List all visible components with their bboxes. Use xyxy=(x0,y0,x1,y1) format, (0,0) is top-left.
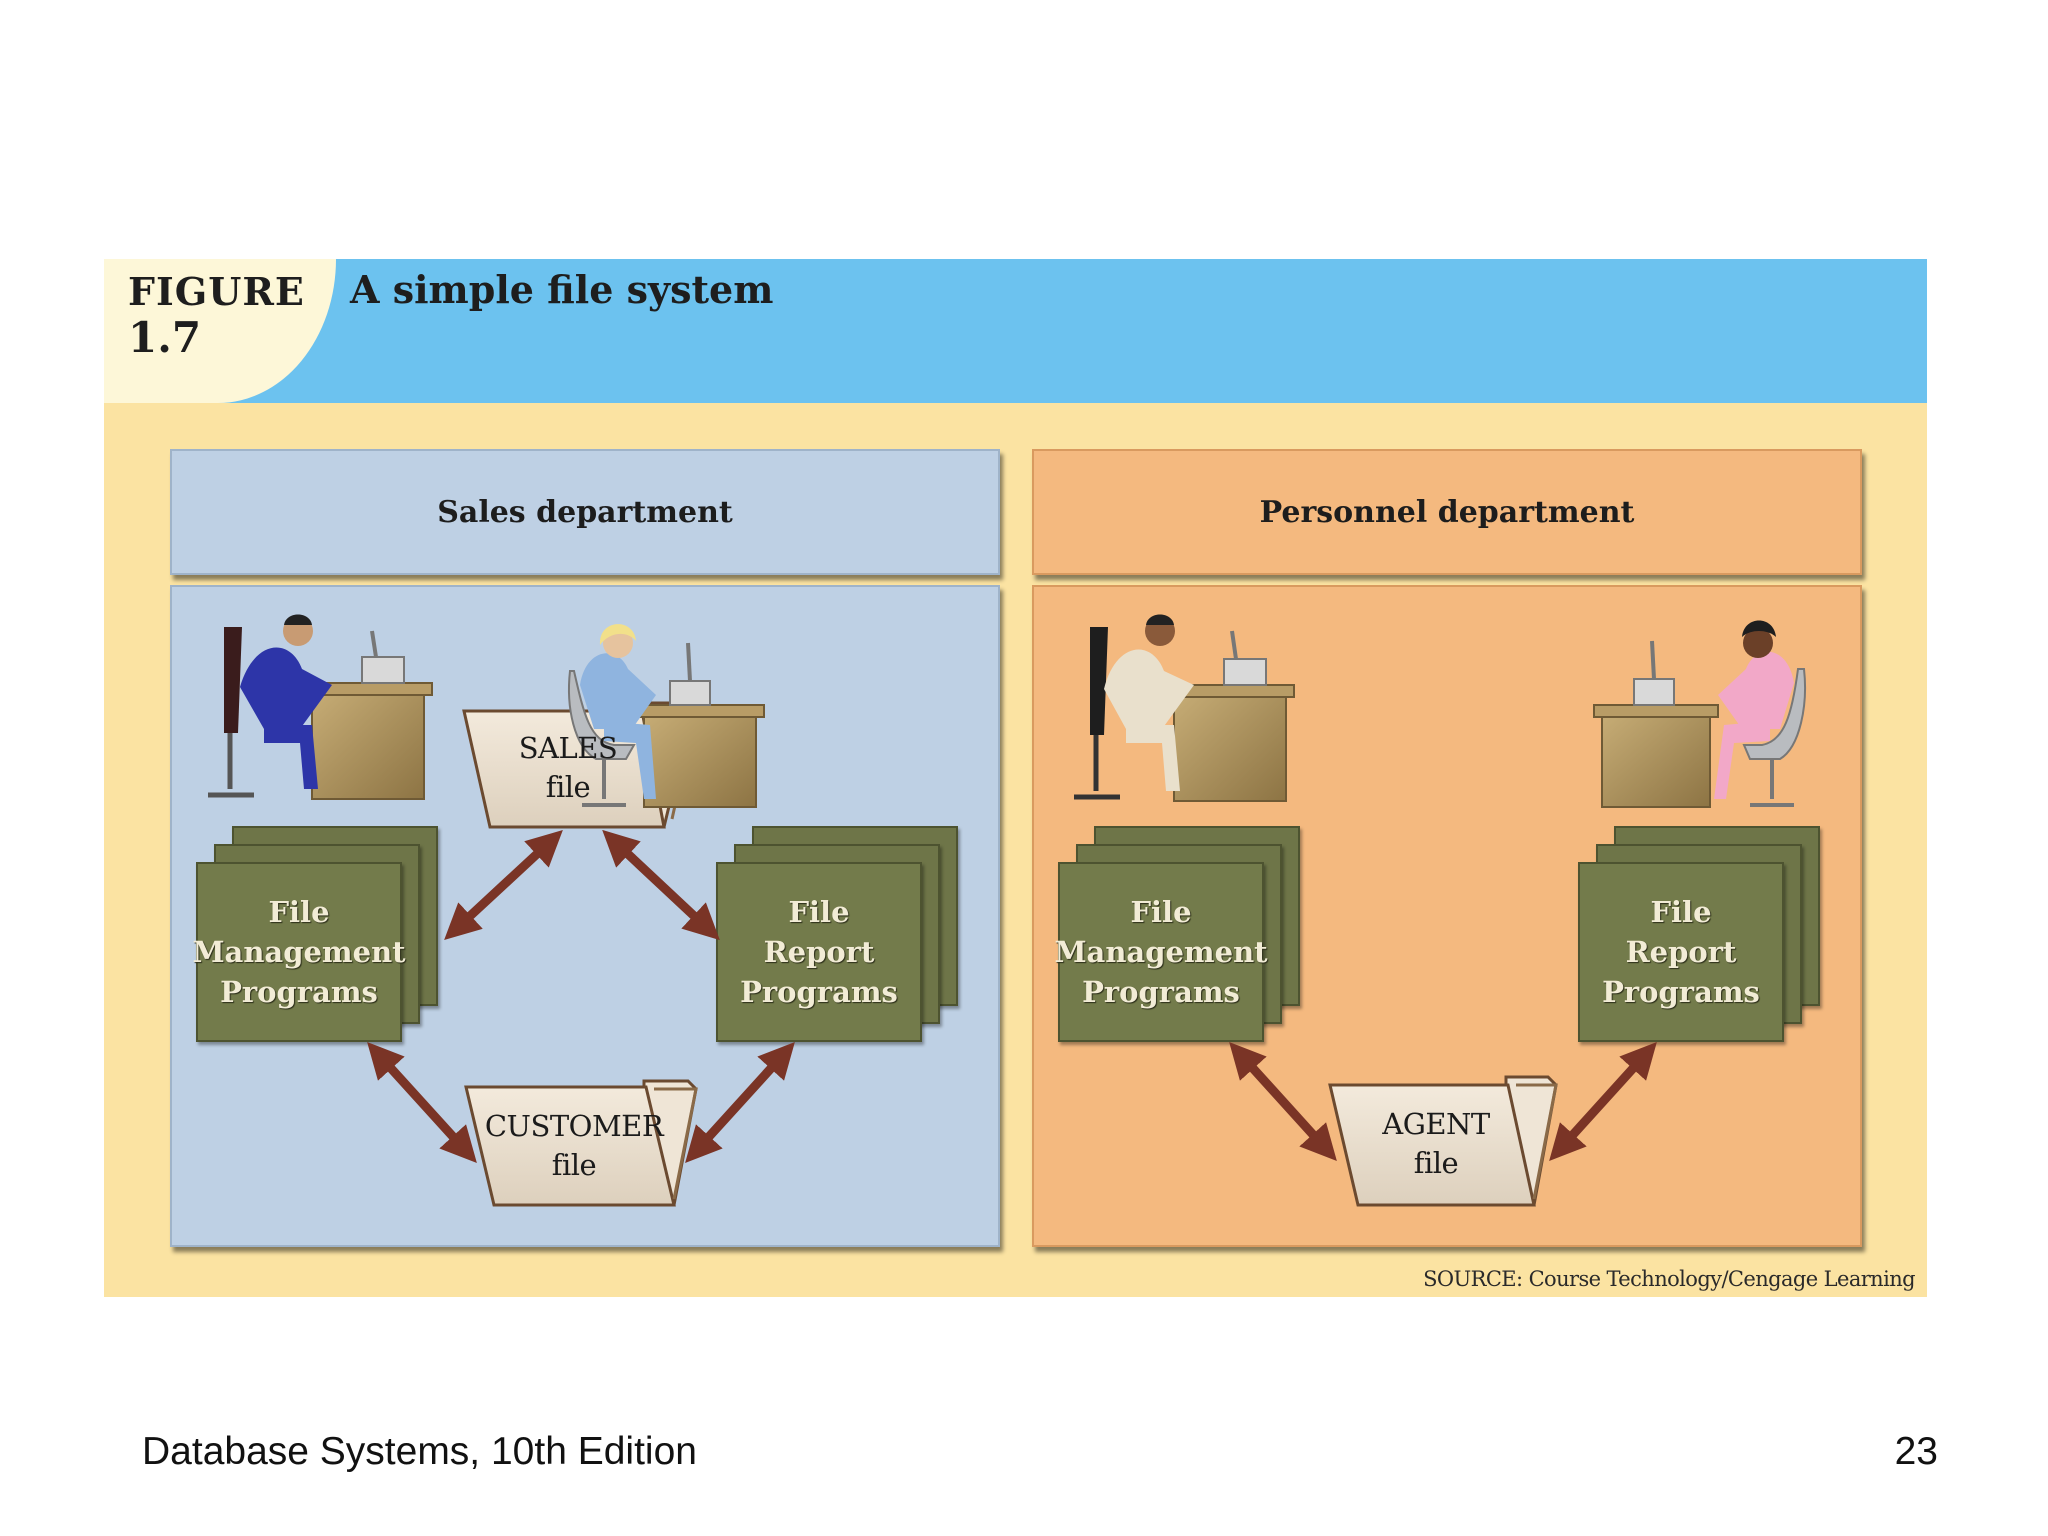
sales-employee-male-icon xyxy=(208,614,433,800)
footer-page-number: 23 xyxy=(1894,1430,1938,1473)
arrow-personnel-report-to-agent-file xyxy=(1549,1041,1657,1162)
sales-department-label: Sales department xyxy=(437,494,733,530)
arrow-personnel-management-to-agent-file xyxy=(1229,1041,1337,1162)
source-credit: SOURCE: Course Technology/Cengage Learni… xyxy=(1423,1267,1915,1291)
figure-banner: FIGURE 1.7 A simple file system xyxy=(104,259,1927,403)
personnel-employee-male-icon xyxy=(1074,614,1295,802)
sales-employee-female-icon xyxy=(568,624,765,808)
personnel-department-header: Personnel department xyxy=(1032,449,1862,575)
customer-file-folder-icon xyxy=(464,1079,698,1207)
agent-file-folder-icon xyxy=(1328,1075,1558,1207)
figure: FIGURE 1.7 A simple file system Sales de… xyxy=(104,259,1927,1297)
footer-book-title: Database Systems, 10th Edition xyxy=(142,1430,697,1473)
figure-label: FIGURE xyxy=(128,269,305,314)
personnel-department-label: Personnel department xyxy=(1259,494,1635,530)
arrow-management-to-customer-file xyxy=(367,1042,477,1163)
arrow-sales-file-to-report xyxy=(602,829,720,941)
personnel-employee-female-icon xyxy=(1593,620,1806,808)
figure-title: A simple file system xyxy=(350,267,774,312)
diagram-graphics xyxy=(208,614,1806,1207)
arrow-report-to-customer-file xyxy=(685,1042,795,1163)
data-flow-arrows xyxy=(367,829,1657,1163)
sales-department-header: Sales department xyxy=(170,449,1000,575)
arrow-sales-file-to-management xyxy=(444,829,563,941)
figure-number: 1.7 xyxy=(128,313,202,362)
